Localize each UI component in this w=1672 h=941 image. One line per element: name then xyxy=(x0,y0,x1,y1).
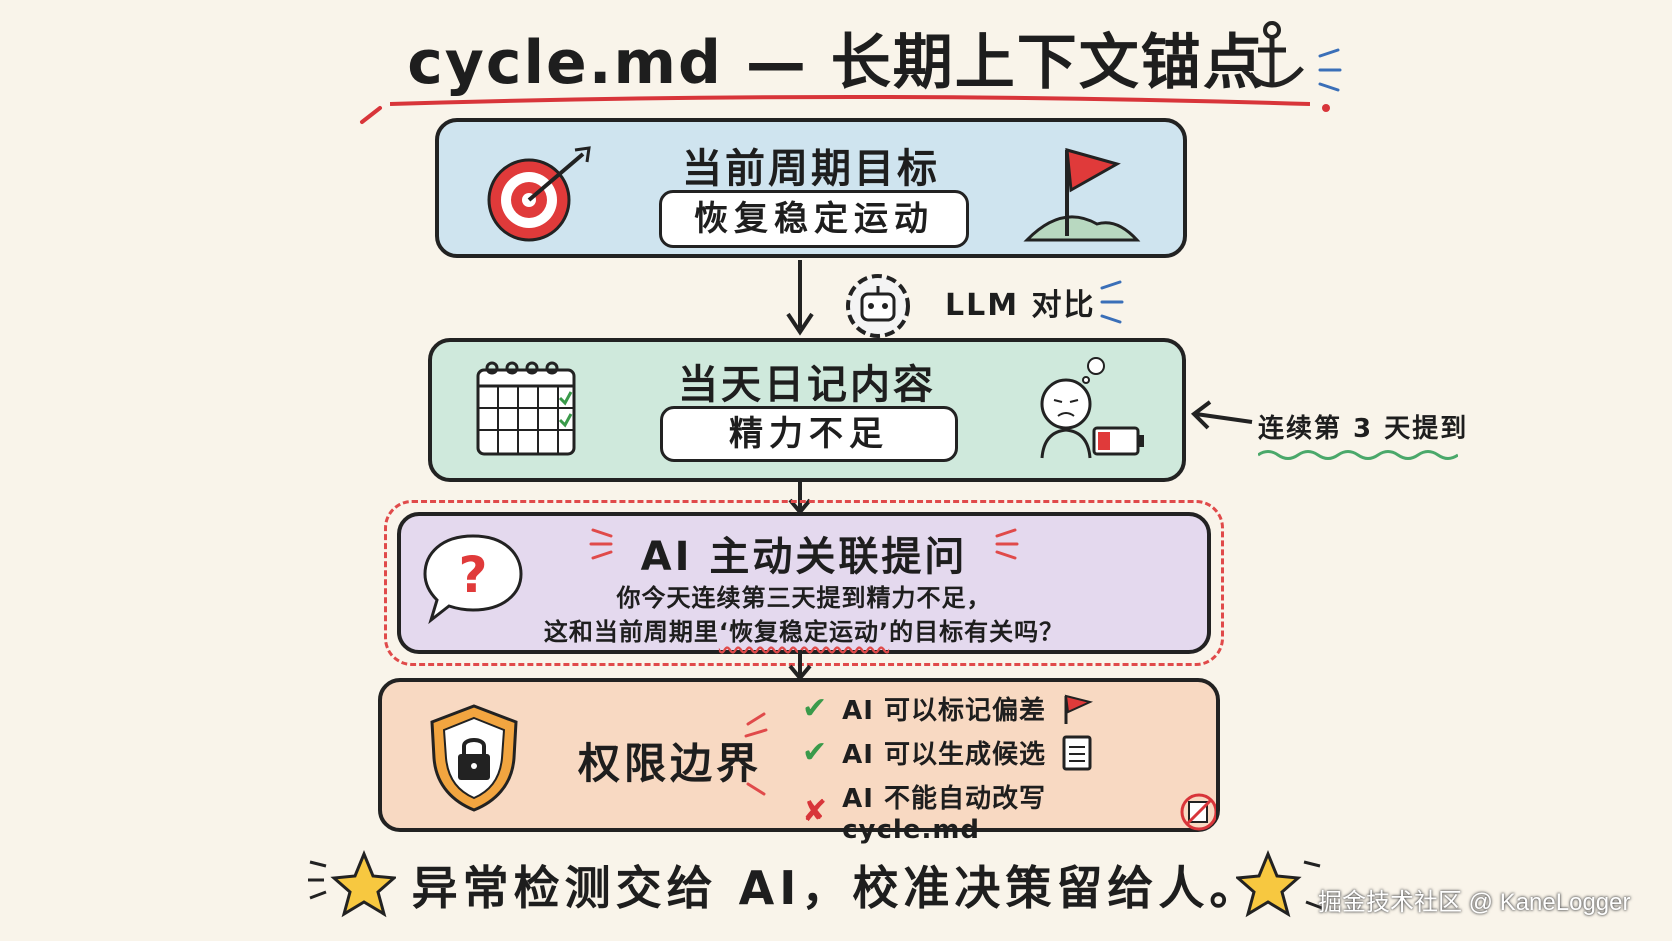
calendar-icon xyxy=(476,361,576,456)
goal-title: 当前周期目标 xyxy=(682,146,940,192)
flag-icon xyxy=(1023,147,1141,242)
robot-gear-icon xyxy=(846,274,910,338)
check-icon: ✔ xyxy=(802,735,829,770)
accent-dash-icon xyxy=(744,712,768,796)
arrow-down-icon xyxy=(788,650,812,682)
permission-title: 权限边界 xyxy=(578,739,763,788)
permission-box: 权限边界 ✔ AI 可以标记偏差 ✔ AI 可以生成候选 ✘ AI 不能自动改写… xyxy=(378,678,1220,845)
ai-box-dashed-outline xyxy=(384,500,1224,666)
svg-text:?: ? xyxy=(458,546,487,604)
low-battery-icon xyxy=(1092,426,1144,456)
permission-item-text: AI 不能自动改写 cycle.md xyxy=(842,784,1046,845)
star-icon xyxy=(308,850,396,918)
ai-line2-before: 这和当前周期里 xyxy=(543,618,719,646)
permission-item-no-auto-rewrite: ✘ AI 不能自动改写 cycle.md xyxy=(802,778,1216,845)
target-icon xyxy=(487,146,591,242)
watermark: 掘金技术社区 @ KaneLogger xyxy=(1318,889,1631,916)
permission-item-generate-candidates: ✔ AI 可以生成候选 xyxy=(802,734,1094,771)
goal-box: 当前周期目标 恢复稳定运动 xyxy=(435,118,1187,258)
ai-question-line1: 你今天连续第三天提到精力不足， xyxy=(616,584,992,612)
diary-value: 精力不足 xyxy=(660,406,958,462)
footer-slogan: 异常检测交给 AI，校准决策留给人。 xyxy=(411,861,1261,915)
page-title: cycle.md — 长期上下文锚点 xyxy=(407,28,1265,98)
accent-dash-icon xyxy=(995,528,1019,560)
wavy-underline xyxy=(1258,450,1458,460)
diary-title: 当天日记内容 xyxy=(678,362,936,408)
star-icon xyxy=(1236,850,1323,918)
accent-dash-icon xyxy=(360,106,382,124)
check-icon: ✔ xyxy=(802,691,829,726)
arrow-down-icon xyxy=(786,260,814,336)
permission-item-text: AI 可以生成候选 xyxy=(842,740,1046,770)
anchor-icon xyxy=(1240,21,1304,88)
cross-icon: ✘ xyxy=(802,794,829,829)
arrow-left-icon xyxy=(1190,400,1253,430)
document-icon xyxy=(1062,735,1092,770)
permission-item-text: AI 可以标记偏差 xyxy=(842,696,1046,726)
ai-line2-after: 的目标有关吗？ xyxy=(889,618,1065,646)
no-edit-icon xyxy=(1180,793,1216,830)
ai-line2-highlight: ‘恢复稳定运动’ xyxy=(718,618,890,646)
ai-question-box: AI 主动关联提问 你今天连续第三天提到精力不足， 这和当前周期里‘恢复稳定运动… xyxy=(397,512,1211,654)
shield-lock-icon xyxy=(430,704,518,812)
accent-dash-icon xyxy=(1318,48,1342,112)
llm-compare-label: LLM 对比 xyxy=(945,288,1096,323)
diary-box: 当天日记内容 精力不足 xyxy=(428,338,1186,482)
ai-question-line2: 这和当前周期里‘恢复稳定运动’的目标有关吗？ xyxy=(401,612,1207,647)
goal-value: 恢复稳定运动 xyxy=(659,190,969,248)
accent-dash-icon xyxy=(589,528,613,560)
permission-item-flag-deviation: ✔ AI 可以标记偏差 xyxy=(802,690,1094,727)
tired-person-icon xyxy=(1040,357,1105,459)
accent-dash-icon xyxy=(1100,280,1124,324)
question-bubble-icon: ? xyxy=(423,534,523,625)
flag-icon xyxy=(1064,694,1094,724)
consecutive-note: 连续第 3 天提到 xyxy=(1258,414,1469,444)
title-underline xyxy=(390,95,1310,106)
ai-title: AI 主动关联提问 xyxy=(640,534,968,580)
